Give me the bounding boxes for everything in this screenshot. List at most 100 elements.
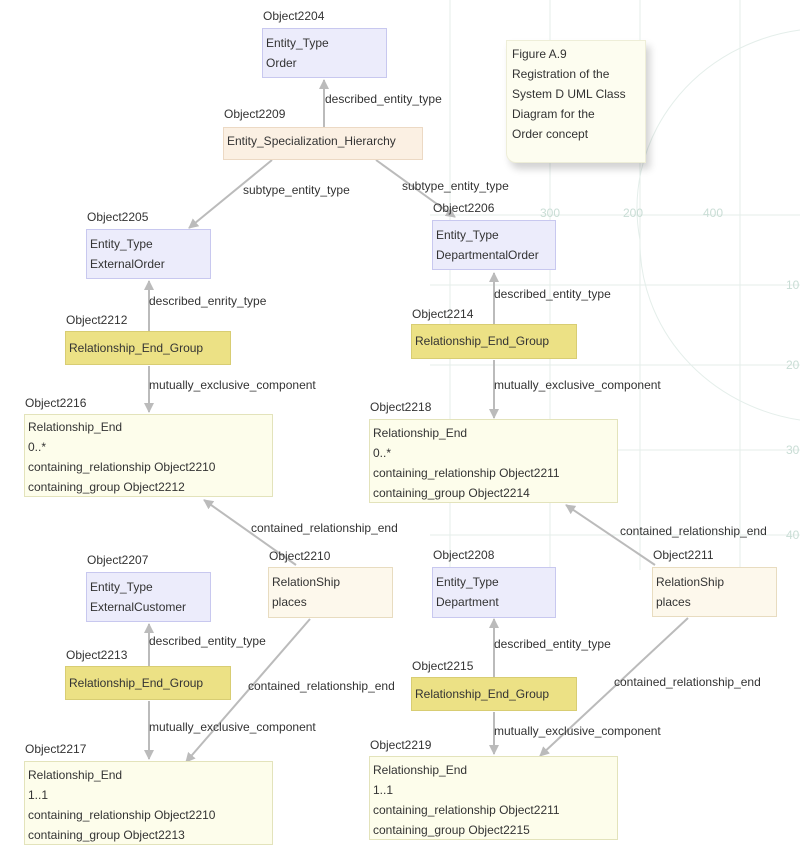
background-tick: 10 — [786, 278, 800, 292]
node-type: Relationship_End — [28, 420, 123, 434]
object-id-label: Object2214 — [412, 307, 474, 321]
node-value: Order — [266, 56, 297, 70]
note-line: Order concept — [512, 127, 589, 141]
relationship-end[interactable]: Relationship_End 0..* containing_relatio… — [369, 419, 618, 503]
node-type: Entity_Type — [90, 237, 153, 251]
node-type: RelationShip — [656, 575, 725, 589]
node-containing-relationship: containing_relationship Object2211 — [373, 803, 560, 817]
background-tick: 40 — [786, 528, 800, 542]
background-tick: 30 — [786, 443, 800, 457]
edge-label: described_entity_type — [494, 287, 611, 301]
note-line: System D UML Class — [512, 87, 626, 101]
relationship-end-group[interactable]: Relationship_End_Group — [411, 677, 577, 711]
relationship-end[interactable]: Relationship_End 1..1 containing_relatio… — [369, 756, 618, 840]
edge-label: mutually_exclusive_component — [494, 378, 661, 392]
edge-label: mutually_exclusive_component — [149, 720, 316, 734]
edge-label: described_entity_type — [494, 637, 611, 651]
node-containing-relationship: containing_relationship Object2210 — [28, 460, 216, 474]
object-id-label: Object2210 — [269, 549, 331, 563]
node-value: DepartmentalOrder — [436, 248, 539, 262]
object-id-label: Object2218 — [370, 400, 432, 414]
node-containing-relationship: containing_relationship Object2210 — [28, 808, 216, 822]
node-value: places — [656, 595, 691, 609]
node-value: ExternalOrder — [90, 257, 165, 271]
background-tick: 400 — [703, 206, 724, 220]
relationship-end-group[interactable]: Relationship_End_Group — [411, 324, 577, 359]
node-type: Relationship_End — [28, 768, 123, 782]
edge-label: contained_relationship_end — [251, 521, 398, 535]
entity-specialization-hierarchy[interactable]: Entity_Specialization_Hierarchy — [223, 127, 423, 160]
note-line: Registration of the — [512, 67, 610, 81]
object-id-label: Object2212 — [66, 313, 128, 327]
relationship-places[interactable]: RelationShip places — [652, 567, 777, 617]
node-type: Relationship_End — [373, 426, 468, 440]
object-id-label: Object2216 — [25, 396, 87, 410]
relationship-end[interactable]: Relationship_End 0..* containing_relatio… — [24, 414, 273, 497]
note-line: Figure A.9 — [512, 47, 567, 61]
edge-label: contained_relationship_end — [248, 679, 395, 693]
edge-2211-2219 — [539, 617, 689, 757]
edge-label: subtype_entity_type — [243, 183, 350, 197]
node-type: RelationShip — [272, 575, 341, 589]
entity-type-departmentalorder[interactable]: Entity_Type DepartmentalOrder — [432, 220, 556, 270]
object-id-label: Object2205 — [87, 210, 149, 224]
node-containing-relationship: containing_relationship Object2211 — [373, 466, 560, 480]
node-containing-group: containing_group Object2214 — [373, 486, 530, 500]
entity-type-order[interactable]: Entity_Type Order — [262, 28, 387, 78]
node-type: Entity_Type — [90, 580, 153, 594]
edge-label: contained_relationship_end — [614, 675, 761, 689]
object-id-label: Object2213 — [66, 648, 128, 662]
edge-2210-2217 — [185, 618, 311, 763]
relationship-end-group[interactable]: Relationship_End_Group — [65, 331, 231, 365]
edge-label: contained_relationship_end — [620, 524, 767, 538]
node-multiplicity: 0..* — [373, 446, 392, 460]
node-multiplicity: 1..1 — [373, 783, 394, 797]
edge-2210-2216 — [203, 499, 297, 566]
node-type: Entity_Type — [436, 575, 499, 589]
node-type: Entity_Type — [436, 228, 499, 242]
node-value: Department — [436, 595, 499, 609]
edge-label: subtype_entity_type — [402, 179, 509, 193]
entity-type-department[interactable]: Entity_Type Department — [432, 567, 556, 618]
node-containing-group: containing_group Object2213 — [28, 828, 185, 842]
relationship-end-group[interactable]: Relationship_End_Group — [65, 666, 231, 700]
edge-2211-2218 — [565, 504, 656, 566]
node-value: ExternalCustomer — [90, 600, 187, 614]
entity-type-externalorder[interactable]: Entity_Type ExternalOrder — [86, 229, 211, 279]
object-id-label: Object2206 — [433, 201, 495, 215]
entity-type-externalcustomer[interactable]: Entity_Type ExternalCustomer — [86, 572, 211, 622]
object-id-label: Object2219 — [370, 738, 432, 752]
edge-2209-2206 — [375, 159, 456, 218]
node-type: Entity_Specialization_Hierarchy — [227, 134, 396, 148]
background-tick: 300 — [540, 206, 561, 220]
object-id-label: Object2204 — [263, 9, 325, 23]
object-id-label: Object2215 — [412, 659, 474, 673]
background-tick: 20 — [786, 358, 800, 372]
note-line: Diagram for the — [512, 107, 595, 121]
edge-label: described_entity_type — [325, 92, 442, 106]
node-multiplicity: 0..* — [28, 440, 47, 454]
edge-label: mutually_exclusive_component — [149, 378, 316, 392]
object-id-label: Object2211 — [653, 548, 714, 562]
node-type: Relationship_End — [373, 763, 468, 777]
figure-caption-note: Figure A.9 Registration of the System D … — [506, 40, 646, 163]
edge-2209-2205 — [188, 159, 273, 229]
node-value: places — [272, 595, 307, 609]
node-type: Relationship_End_Group — [69, 676, 204, 690]
node-type: Entity_Type — [266, 36, 329, 50]
node-type: Relationship_End_Group — [415, 687, 550, 701]
edge-label: described_entity_type — [149, 634, 266, 648]
node-containing-group: containing_group Object2215 — [373, 823, 530, 837]
node-containing-group: containing_group Object2212 — [28, 480, 185, 494]
relationship-end[interactable]: Relationship_End 1..1 containing_relatio… — [24, 761, 273, 845]
node-type: Relationship_End_Group — [69, 341, 204, 355]
node-type: Relationship_End_Group — [415, 334, 550, 348]
object-id-label: Object2208 — [433, 548, 495, 562]
edge-label: described_enrity_type — [149, 294, 267, 308]
object-id-label: Object2207 — [87, 553, 149, 567]
object-id-label: Object2217 — [25, 742, 87, 756]
object-id-label: Object2209 — [224, 107, 286, 121]
relationship-places[interactable]: RelationShip places — [268, 567, 393, 618]
background-tick: 200 — [623, 206, 644, 220]
